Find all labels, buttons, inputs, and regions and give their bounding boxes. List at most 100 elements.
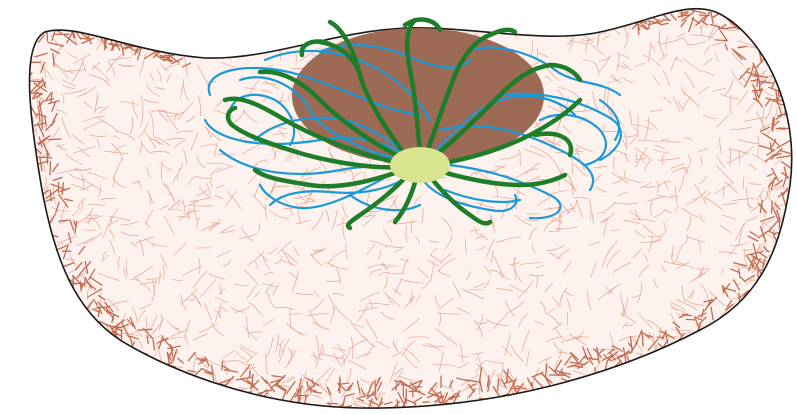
matrix-fiber — [318, 26, 323, 35]
matrix-fiber — [97, 0, 102, 15]
matrix-fiber — [96, 383, 106, 389]
matrix-fiber — [55, 279, 62, 301]
matrix-fiber — [312, 17, 327, 22]
matrix-fiber — [146, 370, 151, 382]
matrix-fiber — [186, 394, 198, 408]
matrix-fiber — [509, 3, 516, 14]
matrix-fiber — [300, 403, 302, 415]
matrix-fiber — [202, 46, 215, 56]
matrix-fiber — [25, 273, 36, 290]
matrix-fiber — [778, 294, 792, 296]
matrix-fiber — [645, 396, 655, 397]
matrix-fiber — [58, 322, 67, 336]
matrix-fiber — [151, 43, 166, 47]
matrix-fiber — [623, 406, 639, 408]
matrix-fiber — [696, 372, 704, 373]
matrix-fiber — [114, 20, 120, 43]
matrix-fiber — [54, 247, 55, 255]
matrix-fiber — [136, 393, 152, 409]
matrix-fiber — [34, 246, 38, 263]
matrix-fiber — [778, 260, 794, 264]
matrix-fiber — [786, 226, 787, 234]
matrix-fiber — [749, 404, 755, 415]
matrix-fiber — [678, 372, 688, 390]
matrix-fiber — [140, 380, 150, 399]
matrix-fiber — [31, 268, 32, 280]
matrix-fiber — [750, 354, 762, 357]
matrix-fiber — [32, 216, 44, 223]
matrix-fiber — [92, 350, 100, 361]
matrix-fiber — [754, 380, 764, 381]
matrix-fiber — [762, 30, 771, 34]
matrix-fiber — [668, 386, 676, 390]
matrix-fiber — [766, 300, 786, 303]
matrix-fiber — [587, 391, 596, 403]
matrix-fiber — [789, 55, 795, 73]
matrix-fiber — [33, 12, 39, 23]
matrix-fiber — [95, 349, 105, 350]
matrix-fiber — [687, 373, 705, 385]
matrix-fiber — [66, 396, 67, 404]
matrix-fiber — [681, 374, 690, 385]
matrix-fiber — [100, 362, 109, 369]
matrix-fiber — [57, 293, 61, 310]
matrix-fiber — [114, 380, 123, 394]
matrix-fiber — [790, 375, 794, 385]
matrix-fiber — [200, 12, 219, 16]
matrix-fiber — [685, 0, 701, 8]
matrix-fiber — [22, 258, 32, 278]
matrix-fiber — [100, 387, 119, 393]
matrix-fiber — [74, 360, 87, 362]
matrix-fiber — [692, 347, 704, 357]
matrix-fiber — [117, 392, 133, 409]
matrix-fiber — [80, 19, 95, 32]
matrix-fiber — [774, 310, 796, 315]
matrix-fiber — [285, 26, 295, 33]
matrix-fiber — [49, 286, 58, 295]
matrix-fiber — [457, 10, 478, 16]
matrix-fiber — [778, 47, 791, 52]
matrix-fiber — [41, 6, 44, 23]
matrix-fiber — [750, 374, 758, 386]
matrix-fiber — [750, 0, 758, 7]
matrix-fiber — [377, 2, 392, 19]
matrix-fiber — [167, 380, 177, 396]
edge-fiber — [80, 282, 81, 291]
matrix-fiber — [62, 325, 67, 332]
matrix-fiber — [716, 351, 738, 354]
matrix-fiber — [668, 403, 669, 415]
edge-fiber — [138, 329, 152, 330]
matrix-fiber — [48, 377, 55, 390]
matrix-fiber — [689, 367, 707, 380]
matrix-fiber — [120, 367, 129, 372]
matrix-fiber — [784, 224, 790, 234]
matrix-fiber — [449, 10, 462, 26]
edge-fiber — [759, 82, 760, 90]
matrix-fiber — [759, 18, 771, 25]
matrix-fiber — [497, 14, 514, 19]
matrix-fiber — [496, 13, 505, 17]
matrix-fiber — [713, 400, 722, 414]
matrix-fiber — [114, 3, 130, 18]
matrix-fiber — [743, 304, 752, 307]
matrix-fiber — [741, 336, 751, 349]
matrix-fiber — [172, 9, 192, 18]
matrix-fiber — [70, 341, 73, 354]
matrix-fiber — [59, 299, 68, 300]
edge-fiber — [638, 27, 639, 35]
matrix-fiber — [674, 375, 682, 386]
matrix-fiber — [25, 338, 33, 347]
matrix-fiber — [55, 288, 72, 294]
matrix-fiber — [102, 357, 116, 375]
matrix-fiber — [767, 298, 784, 309]
matrix-fiber — [134, 0, 136, 18]
matrix-fiber — [50, 337, 69, 338]
matrix-fiber — [327, 3, 334, 11]
central-node — [390, 147, 450, 183]
matrix-fiber — [153, 396, 161, 401]
matrix-fiber — [766, 378, 769, 392]
matrix-fiber — [82, 350, 92, 360]
matrix-fiber — [57, 394, 58, 407]
matrix-fiber — [32, 209, 43, 228]
matrix-fiber — [469, 27, 489, 28]
